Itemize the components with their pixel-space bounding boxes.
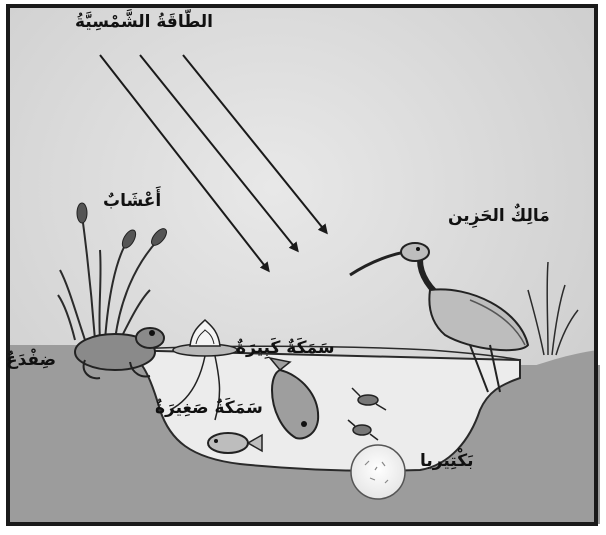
label-bacteria: بَكْتِيريا	[420, 451, 474, 471]
label-small-fish: سَمَكَةٌ صَغِيرَةٌ	[155, 398, 263, 418]
label-big-fish: سَمَكَةٌ كَبِيرَةٌ	[236, 338, 335, 358]
label-solar-energy: الطّاقَةُ الشَّمْسِيَّةُ	[75, 12, 213, 32]
label-heron: مَالِكٌ الحَزِين	[448, 206, 550, 226]
label-frog: ضِفْدَعٌ	[6, 350, 56, 370]
bacteria-illustration	[351, 445, 405, 499]
label-grasses: أَعْشَابٌ	[103, 191, 161, 211]
